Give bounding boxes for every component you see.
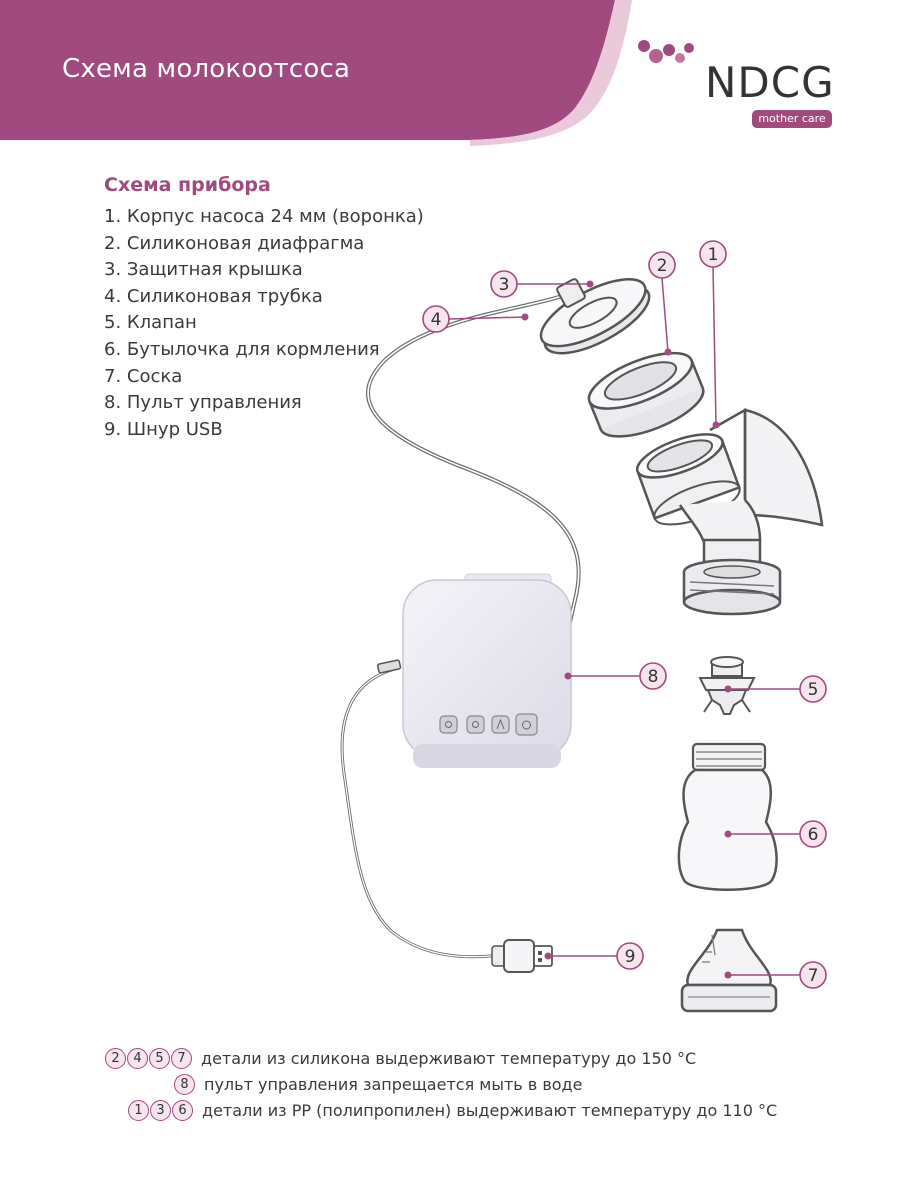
logo-tagline: mother care	[752, 110, 832, 128]
callout-2: 2	[648, 251, 676, 279]
note-text: пульт управления запрещается мыть в воде	[204, 1075, 583, 1094]
parts-list: 1. Корпус насоса 24 мм (воронка) 2. Сили…	[104, 204, 424, 443]
note-number: 7	[171, 1048, 192, 1069]
nipple	[680, 928, 778, 1013]
list-item: 6. Бутылочка для кормления	[104, 338, 380, 360]
note-number: 6	[172, 1100, 193, 1121]
feeding-bottle	[677, 742, 778, 891]
list-item: 8. Пульт управления	[104, 392, 302, 414]
callout-7: 7	[799, 961, 827, 989]
silicone-diaphragm	[587, 351, 705, 438]
pump-body-funnel	[635, 407, 824, 616]
note-number: 2	[105, 1048, 126, 1069]
logo-text: NDCG	[705, 58, 835, 107]
svg-text:7: 7	[808, 966, 819, 986]
callout-9: 9	[616, 942, 644, 970]
valve	[698, 656, 756, 715]
list-item: 2. Силиконовая диафрагма	[104, 232, 365, 254]
callout-5: 5	[799, 675, 827, 703]
parts-list-title: Схема прибора	[104, 174, 271, 196]
note-text: детали из РР (полипропилен) выдерживают …	[202, 1101, 778, 1120]
list-item: 7. Соска	[104, 365, 183, 387]
svg-text:5: 5	[808, 680, 819, 700]
protective-cap	[539, 278, 651, 355]
note-number: 1	[128, 1100, 149, 1121]
note-number: 3	[150, 1100, 171, 1121]
note-polypropylene: 1 3 6 детали из РР (полипропилен) выдерж…	[128, 1100, 777, 1121]
svg-text:9: 9	[625, 947, 636, 967]
control-unit	[402, 573, 572, 768]
svg-text:1: 1	[708, 245, 719, 265]
list-item: 3. Защитная крышка	[104, 259, 303, 281]
note-control-unit: 8 пульт управления запрещается мыть в во…	[174, 1074, 582, 1095]
svg-text:2: 2	[657, 256, 668, 276]
svg-text:3: 3	[499, 275, 510, 295]
header-band	[0, 0, 632, 146]
callout-4: 4	[422, 305, 450, 333]
svg-text:6: 6	[808, 825, 819, 845]
note-silicone: 2 4 5 7 детали из силикона выдерживают т…	[105, 1048, 696, 1069]
callout-3: 3	[490, 270, 518, 298]
note-number: 4	[127, 1048, 148, 1069]
callout-8: 8	[639, 662, 667, 690]
note-number: 8	[174, 1074, 195, 1095]
breast-pump-diagram: 1 2 3 4 5 6 7 8 9	[340, 240, 827, 1013]
note-number: 5	[149, 1048, 170, 1069]
svg-text:8: 8	[648, 667, 659, 687]
note-text: детали из силикона выдерживают температу…	[201, 1049, 697, 1068]
callout-leaders	[448, 265, 800, 976]
list-item: 1. Корпус насоса 24 мм (воронка)	[104, 206, 424, 227]
list-item: 9. Шнур USB	[104, 418, 223, 440]
list-item: 5. Клапан	[104, 312, 197, 334]
callout-6: 6	[799, 820, 827, 848]
callout-1: 1	[699, 240, 727, 268]
logo-bubbles-icon	[638, 40, 694, 63]
page-title: Схема молокоотсоса	[62, 54, 351, 84]
list-item: 4. Силиконовая трубка	[104, 285, 323, 307]
callout-dots	[521, 280, 732, 979]
svg-text:4: 4	[431, 310, 442, 330]
usb-plug-icon	[491, 939, 553, 973]
